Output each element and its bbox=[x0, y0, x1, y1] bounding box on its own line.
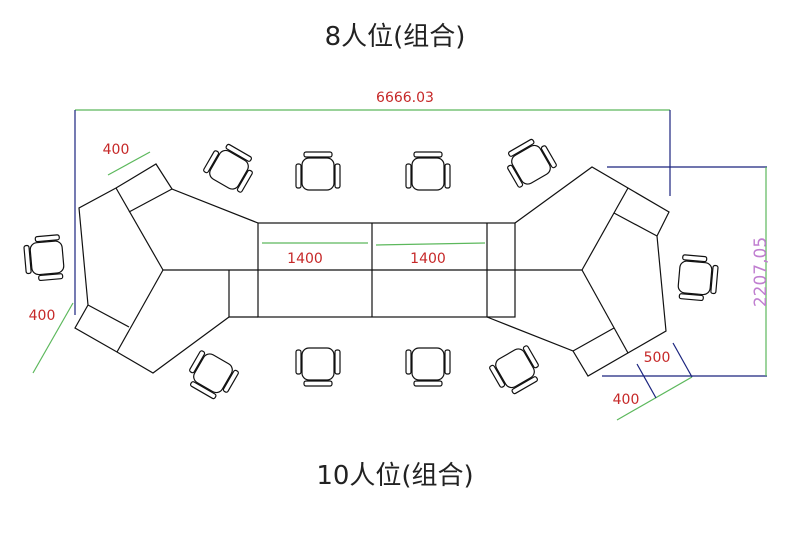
segment-2-label: 1400 bbox=[410, 251, 446, 267]
title-8-seat: 8人位(组合) bbox=[324, 22, 466, 52]
chair-icon bbox=[182, 347, 241, 404]
right-corner-desk bbox=[486, 166, 670, 377]
left-corner-desk bbox=[74, 163, 259, 374]
chair-icon bbox=[676, 253, 720, 303]
center-table bbox=[163, 222, 582, 318]
chair-icon bbox=[405, 347, 451, 387]
chair-icon bbox=[22, 233, 66, 283]
chair-icon bbox=[201, 139, 260, 196]
bottom-right-depth-label: 500 bbox=[644, 350, 671, 366]
top-left-side-label: 400 bbox=[103, 142, 130, 158]
chair-icon bbox=[405, 151, 451, 191]
left-side-label: 400 bbox=[29, 308, 56, 324]
chair-icon bbox=[500, 134, 559, 191]
title-10-seat: 10人位(组合) bbox=[316, 461, 474, 491]
chair-icon bbox=[487, 342, 546, 399]
total-depth-label: 2207,05 bbox=[751, 237, 771, 307]
dimension-lines bbox=[32, 109, 767, 421]
segment-1-label: 1400 bbox=[287, 251, 323, 267]
bottom-right-side-label: 400 bbox=[613, 392, 640, 408]
chair-icon bbox=[295, 347, 341, 387]
total-width-label: 6666.03 bbox=[376, 90, 434, 106]
chair-icon bbox=[295, 151, 341, 191]
